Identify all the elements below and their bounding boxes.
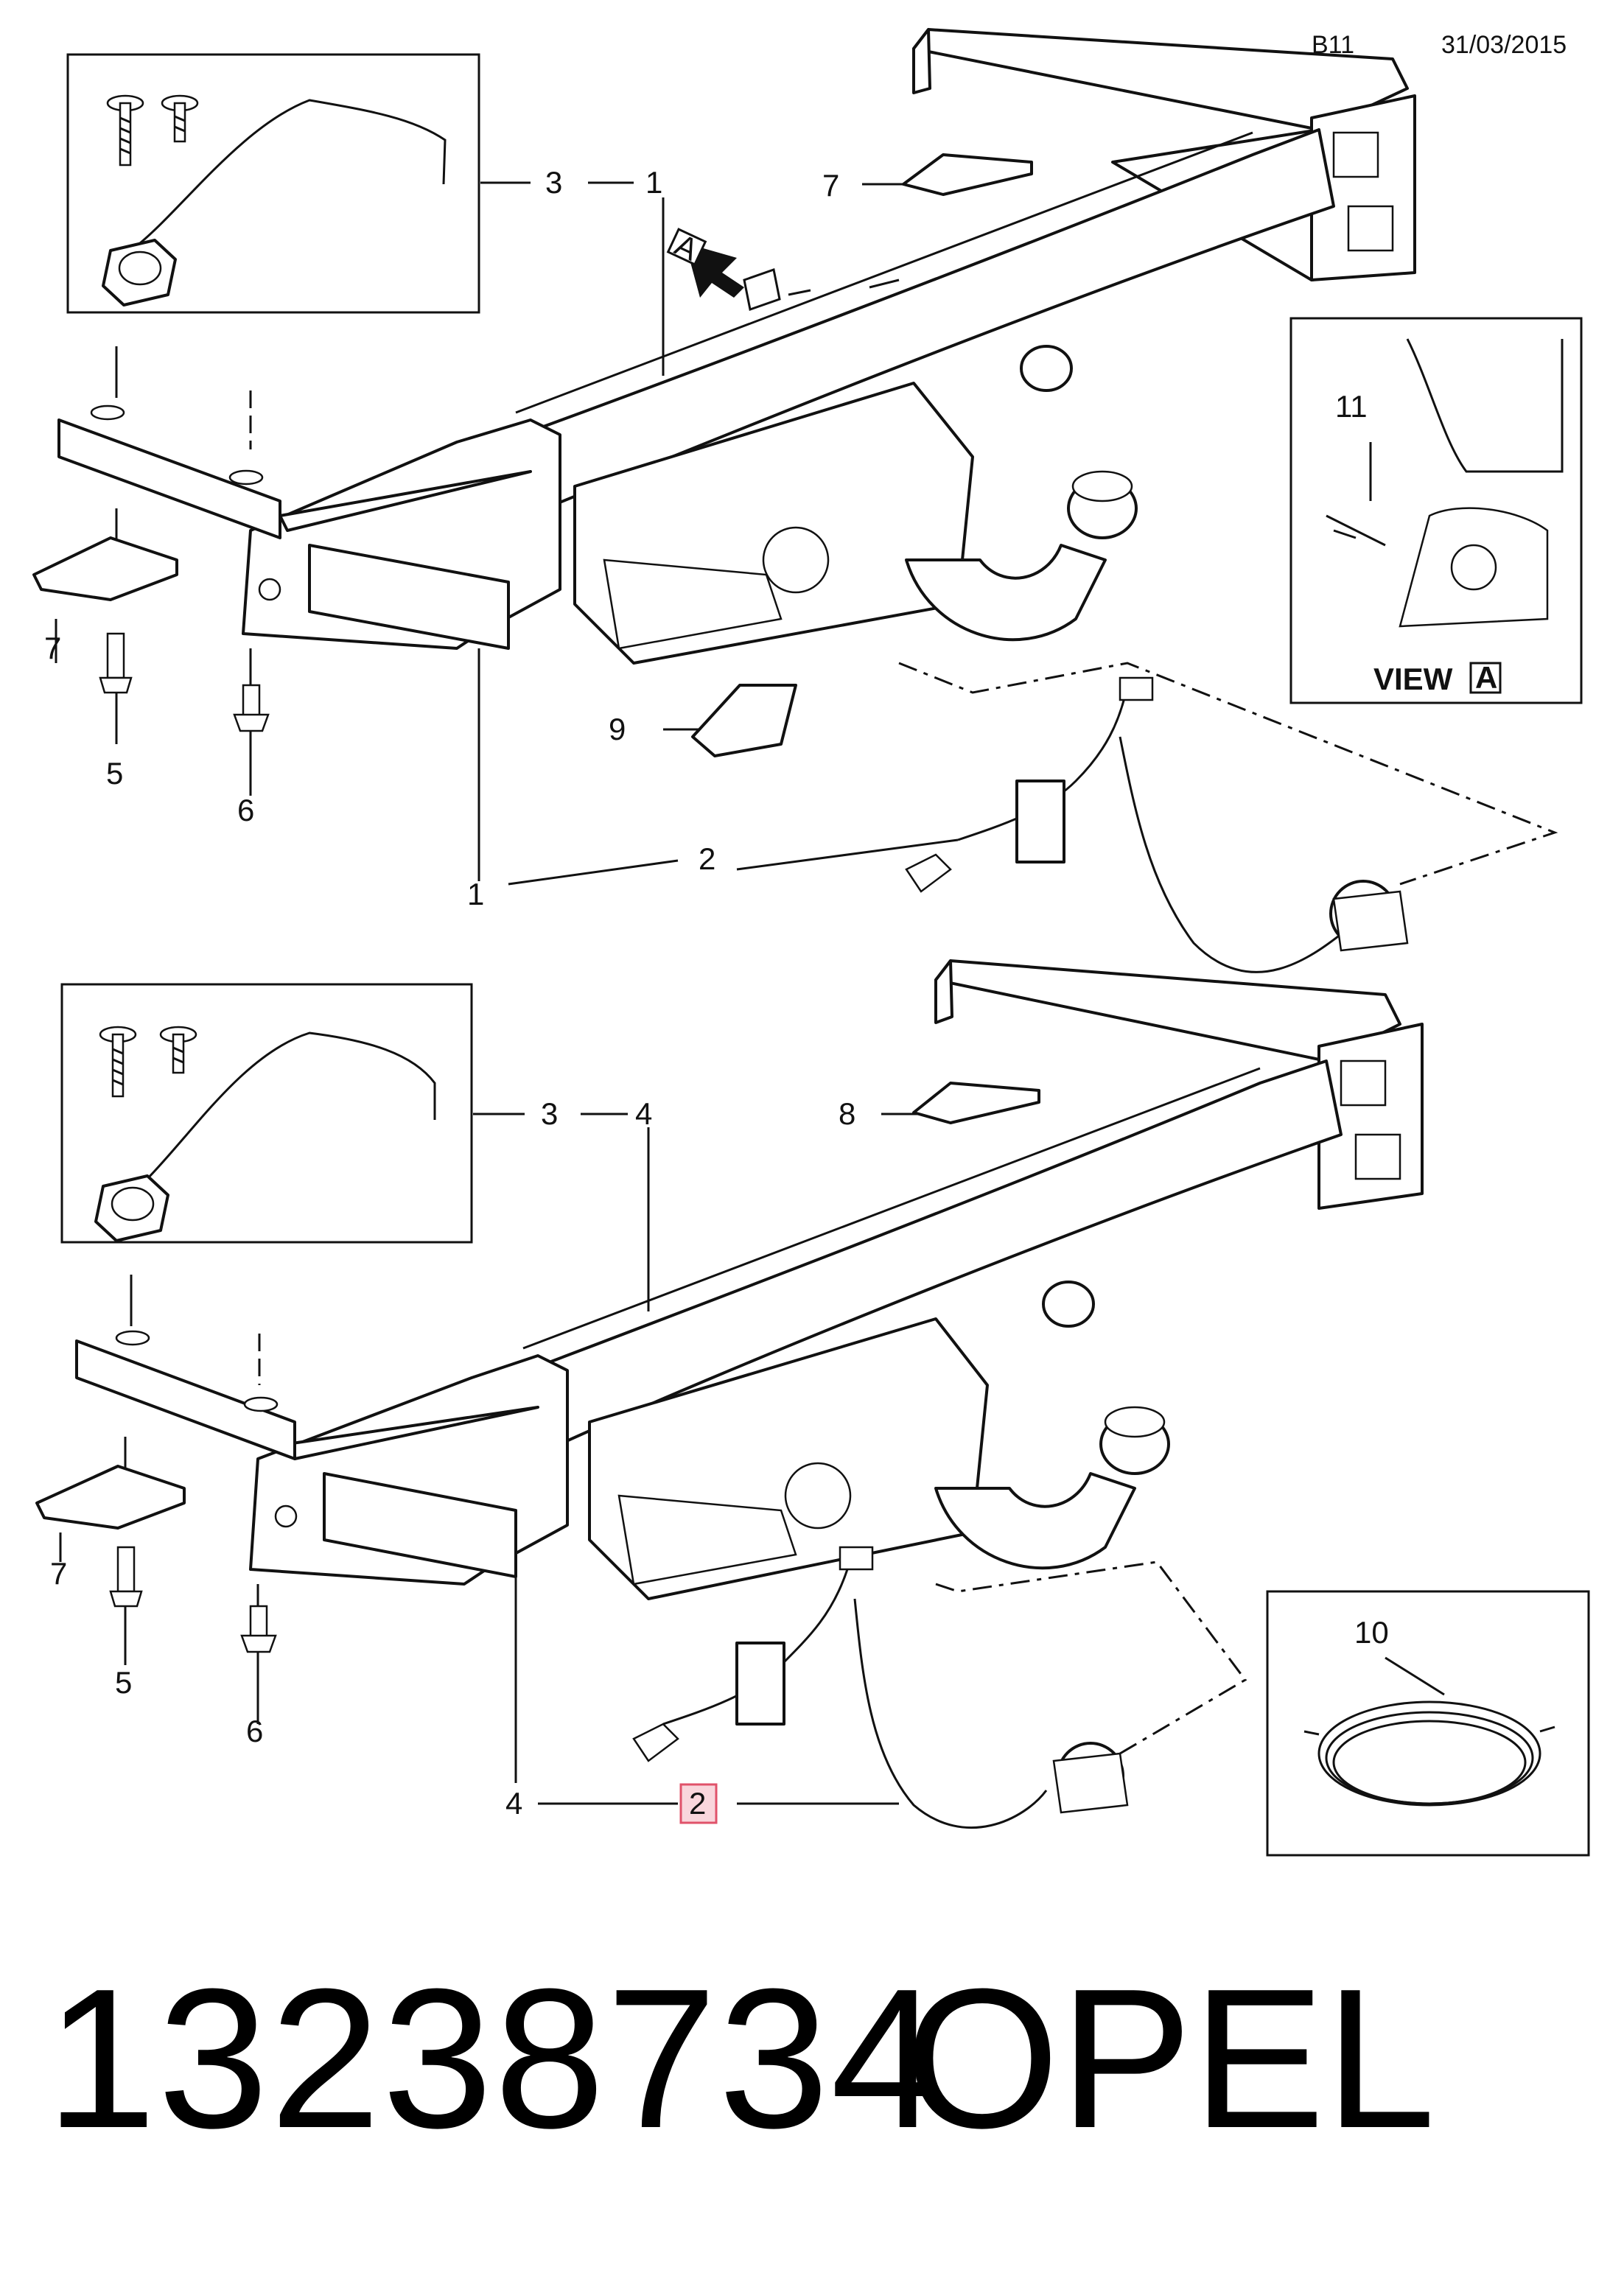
crossbeam-upper [57,28,1416,665]
callout-2-highlighted[interactable]: 2 [689,1786,706,1821]
callout-6-upper: 6 [237,793,254,827]
callout-4-bottom: 4 [505,1786,522,1821]
bolt-icon [99,632,133,694]
bracket-clip-lower [35,1082,1040,1530]
callout-3-upper: 3 [545,165,562,200]
screw-icon [106,94,144,167]
leaders-upper [55,181,1372,886]
callout-10: 10 [1354,1615,1389,1650]
callout-1-bottom: 1 [467,877,484,911]
wiring-harness-lower [632,1546,1129,1829]
socket-cap-icon [102,239,177,306]
seal-icon [691,684,797,757]
part-number: 13238734 [46,1948,943,2170]
crossbeam-lower [75,959,1424,1600]
view-label: VIEW [1373,662,1453,696]
dashed-guide-lower [935,1560,1247,1755]
bolt-icon [109,1546,143,1608]
cable-line [143,1031,436,1183]
callout-5-upper: 5 [106,756,123,791]
cable-coil-inset [1266,1590,1590,1857]
kit-inset-upper [66,53,480,314]
nut-icon [233,684,270,732]
screw-icon [99,1026,137,1098]
callout-4-top: 4 [635,1096,652,1131]
view-arrow-icon: A [666,227,744,298]
callout-3-lower: 3 [541,1096,558,1131]
callout-7-left: 7 [44,631,61,665]
dashed-guide-upper [898,662,1558,886]
nut-icon [240,1605,277,1653]
callout-9: 9 [609,712,626,746]
brand-name: OPEL [905,1948,1436,2170]
socket-cap-icon [94,1174,169,1242]
screw-icon [161,94,199,143]
callout-7-lower: 7 [50,1556,67,1591]
bracket-clip-upper [32,153,1033,601]
wiring-harness-upper [905,676,1409,973]
callout-1-top: 1 [645,165,662,200]
highlighted-callout-box[interactable] [679,1783,718,1824]
view-letter-box [1469,662,1502,694]
diagram-date: 31/03/2015 [1441,31,1567,59]
callout-5-lower: 5 [115,1665,132,1700]
callout-11: 11 [1335,389,1368,424]
cable-line [139,99,447,245]
callout-8: 8 [839,1096,855,1131]
view-a-inset [1289,317,1583,704]
callout-2-upper: 2 [699,841,715,876]
kit-inset-lower [60,983,473,1244]
callout-7-right: 7 [822,168,839,203]
screw-icon [159,1026,197,1074]
callout-6-lower: 6 [246,1714,263,1748]
view-letter: A [1475,660,1497,695]
